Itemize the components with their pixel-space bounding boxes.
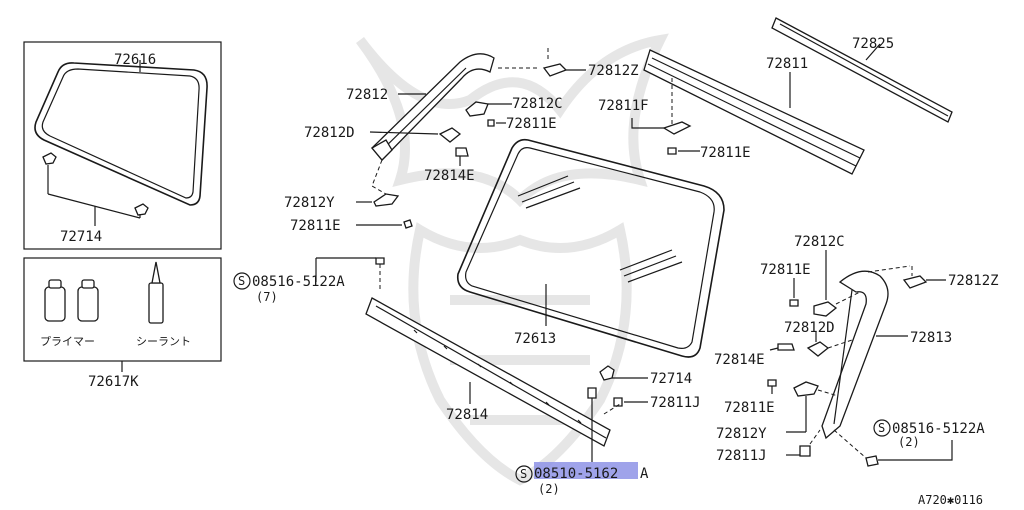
clip-72811F — [662, 121, 692, 135]
part-label-72812C-right[interactable]: 72812C — [794, 234, 845, 250]
part-label-72812Z-right[interactable]: 72812Z — [948, 273, 999, 289]
screw-symbol-right: S — [878, 421, 885, 435]
part-label-72616[interactable]: 72616 — [114, 52, 156, 68]
part-label-72811E-e[interactable]: 72811E — [724, 400, 775, 416]
screw-symbol-mid: S — [520, 467, 527, 481]
clip-72811J-right — [799, 445, 811, 457]
bolt-08516-left — [375, 257, 385, 265]
part-label-72811E-a[interactable]: 72811E — [506, 116, 557, 132]
screw-72811E-c — [667, 147, 677, 155]
clip-72812D-right — [806, 341, 830, 357]
molding-72825 — [771, 17, 953, 123]
part-label-72811F[interactable]: 72811F — [598, 98, 649, 114]
bolt-08516-right — [865, 455, 879, 467]
clip-72812Z-top — [542, 63, 568, 77]
part-label-72812D-top[interactable]: 72812D — [304, 125, 355, 141]
part-label-72812D-right[interactable]: 72812D — [784, 320, 835, 336]
part-label-72812[interactable]: 72812 — [346, 87, 388, 103]
kit-box-glass — [23, 41, 222, 250]
part-label-72617K[interactable]: 72617K — [88, 374, 139, 390]
part-label-72814[interactable]: 72814 — [446, 407, 488, 423]
clip-72812C-top — [465, 101, 489, 117]
selection-highlight — [534, 462, 638, 479]
qty-08510: (2) — [538, 482, 560, 496]
clip-72812Z-right — [902, 275, 928, 289]
clip-72812D-top — [438, 127, 462, 143]
part-label-08510-selected[interactable]: 08510-5162 — [534, 466, 618, 482]
clip-72811J-mid — [613, 397, 623, 407]
glass-72613 — [456, 138, 725, 358]
clip-72814E-top — [455, 147, 469, 157]
part-label-72811J-mid[interactable]: 72811J — [650, 395, 701, 411]
label-primer: プライマー — [40, 335, 95, 348]
part-label-72812C-top[interactable]: 72812C — [512, 96, 563, 112]
part-label-72714-mid[interactable]: 72714 — [650, 371, 692, 387]
part-label-72811E-c[interactable]: 72811E — [700, 145, 751, 161]
clip-72812Y-top — [373, 193, 400, 207]
qty-08516-right: (2) — [898, 435, 920, 449]
screw-72811E-e — [767, 379, 777, 387]
clip-72814E-right — [777, 343, 795, 351]
part-label-72812Y-top[interactable]: 72812Y — [284, 195, 335, 211]
clip-72812Y-right — [793, 381, 819, 397]
molding-72811 — [643, 49, 865, 175]
molding-72813 — [821, 270, 889, 440]
qty-08516-left: (7) — [256, 290, 278, 304]
part-label-72811E-b[interactable]: 72811E — [290, 218, 341, 234]
part-label-72811J-right[interactable]: 72811J — [716, 448, 767, 464]
screw-72811E-b — [403, 219, 413, 229]
molding-72814 — [365, 297, 611, 447]
label-sealant: シーラント — [136, 335, 191, 348]
screw-symbol-left: S — [238, 274, 245, 288]
diagram-code: A720✱0116 — [918, 493, 983, 507]
clip-72812C-right — [813, 301, 838, 317]
clip-72714-mid — [599, 365, 615, 381]
screw-72811E-d — [789, 299, 799, 307]
part-label-72812Y-right[interactable]: 72812Y — [716, 426, 767, 442]
part-label-72814E-right[interactable]: 72814E — [714, 352, 765, 368]
part-label-72714-kit[interactable]: 72714 — [60, 229, 102, 245]
part-label-72814E-top[interactable]: 72814E — [424, 168, 475, 184]
part-label-72811[interactable]: 72811 — [766, 56, 808, 72]
part-label-08516-right[interactable]: 08516-5122A — [892, 421, 985, 437]
part-label-08516-left[interactable]: 08516-5122A — [252, 274, 345, 290]
bolt-08510 — [587, 387, 597, 399]
part-label-72613[interactable]: 72613 — [514, 331, 556, 347]
part-label-72812Z-top[interactable]: 72812Z — [588, 63, 639, 79]
part-label-72813[interactable]: 72813 — [910, 330, 952, 346]
part-label-72811E-d[interactable]: 72811E — [760, 262, 811, 278]
part-label-72825[interactable]: 72825 — [852, 36, 894, 52]
part-label-08510-suffix: A — [640, 466, 649, 482]
screw-72811E-a — [487, 119, 495, 127]
